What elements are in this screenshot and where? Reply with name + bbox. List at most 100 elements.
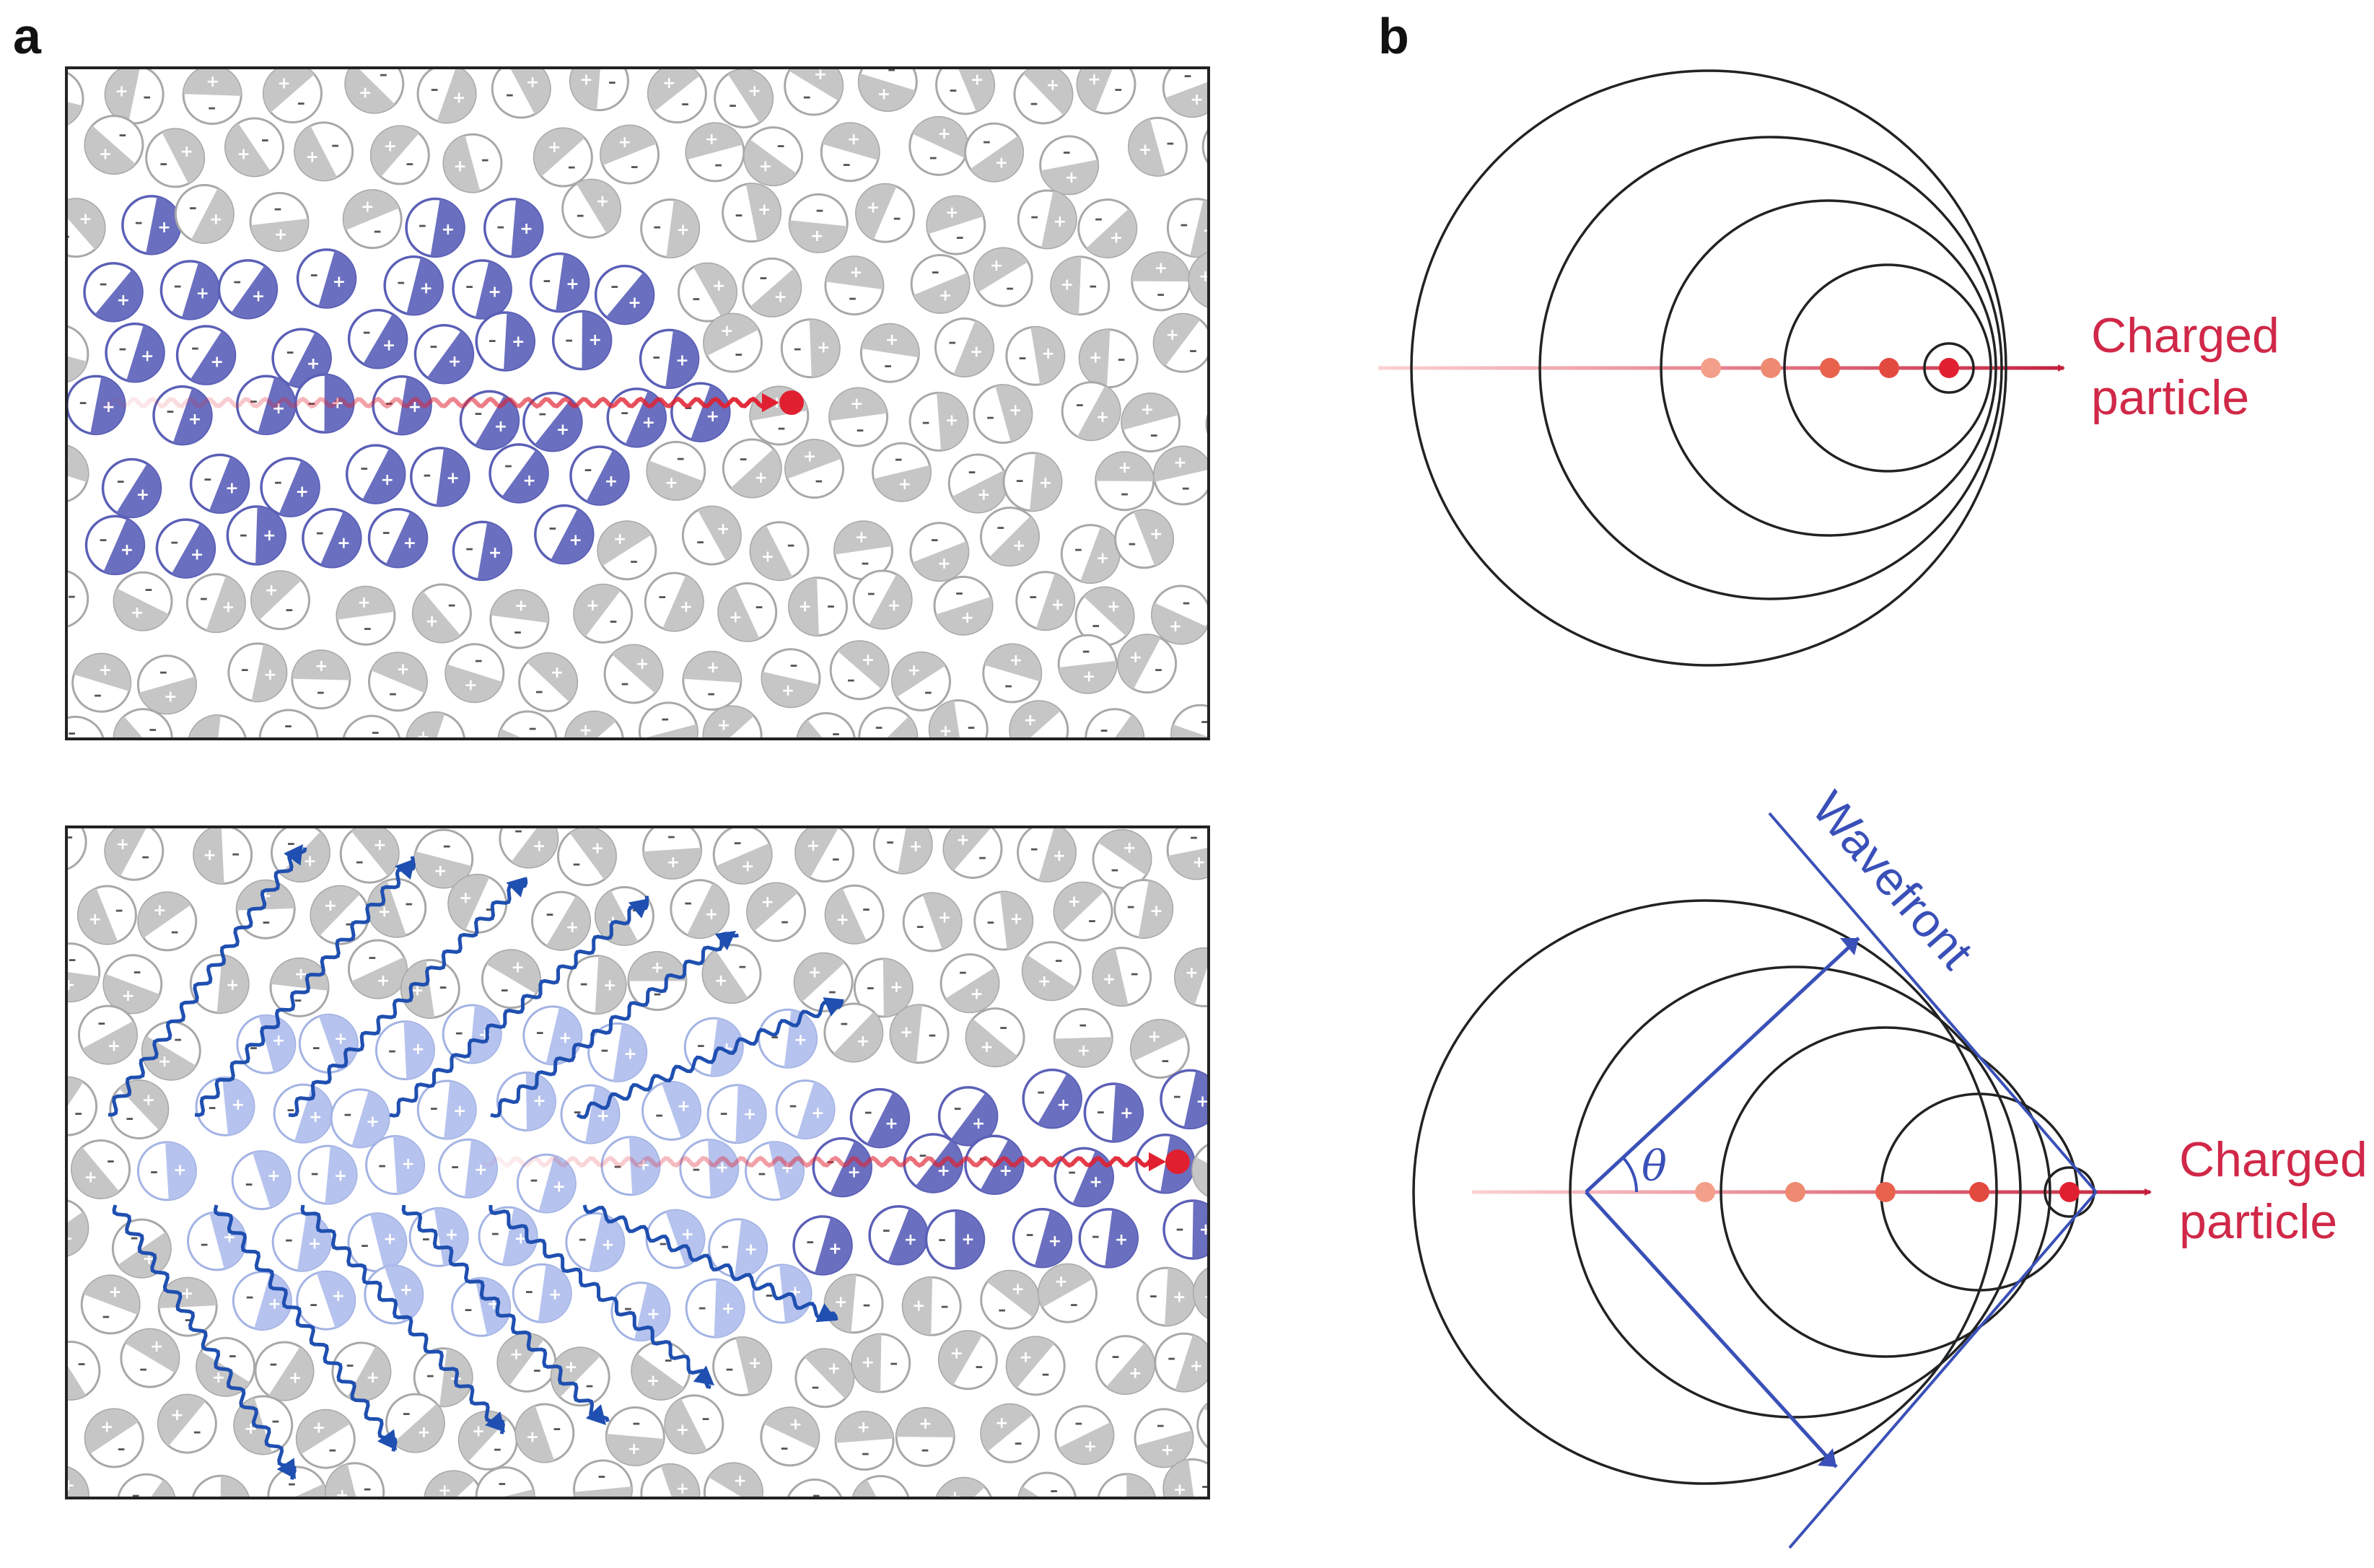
svg-text:–: – [721,1238,729,1256]
svg-text:–: – [1006,279,1014,297]
svg-text:+: + [377,972,390,990]
svg-text:+: + [937,126,950,144]
molecule: +– [1076,68,1136,115]
emitted-wave-arrowhead [395,859,415,880]
svg-text:–: – [536,1023,544,1041]
emission-point-top-1 [1701,358,1721,378]
svg-text:–: – [667,828,675,846]
svg-text:–: – [1228,428,1236,446]
svg-text:–: – [886,833,894,851]
svg-text:–: – [250,393,258,411]
svg-text:–: – [610,278,618,296]
emission-point-bottom-1 [1695,1182,1715,1202]
svg-text:–: – [827,597,835,615]
svg-text:+: + [1169,618,1182,636]
molecule: +– [489,589,550,649]
particle-label-top-line2: particle [2091,370,2249,425]
molecule: +– [1196,1401,1209,1450]
molecule: +– [792,1215,853,1276]
svg-text:+: + [566,919,579,937]
svg-text:–: – [286,1100,294,1118]
svg-text:–: – [1082,642,1090,660]
svg-text:–: – [1114,80,1122,98]
svg-text:+: + [817,339,830,357]
svg-text:+: + [50,1090,63,1108]
emission-ring-top-4 [1783,263,1992,473]
molecule: +– [516,1153,577,1214]
svg-text:–: – [261,131,269,149]
svg-text:–: – [1041,1365,1049,1383]
svg-text:–: – [250,1038,258,1056]
svg-text:+: + [676,1421,689,1439]
molecule: +– [722,438,782,499]
molecule: +– [342,189,403,250]
svg-text:+: + [548,139,561,157]
svg-text:–: – [1016,471,1024,489]
svg-text:+: + [1009,910,1022,928]
svg-text:+: + [680,598,693,616]
svg-text:–: – [1212,973,1220,991]
svg-text:+: + [556,421,569,439]
svg-text:+: + [225,479,238,497]
svg-text:–: – [959,963,967,981]
molecule: +– [254,1341,315,1401]
svg-text:+: + [417,1424,430,1442]
panel-a-bottom-frame [65,825,1210,1499]
svg-text:+: + [803,447,816,465]
svg-text:–: – [269,1355,277,1373]
svg-text:–: – [1182,479,1190,497]
panel-a-letter: a [13,8,42,64]
svg-text:+: + [564,1359,577,1377]
svg-text:+: + [676,222,689,240]
svg-text:–: – [652,348,660,366]
svg-text:+: + [212,1369,225,1387]
svg-text:+: + [116,836,129,854]
svg-text:+: + [741,857,754,875]
emitted-wave [576,999,844,1119]
molecule: +– [188,714,248,739]
svg-text:+: + [452,89,465,107]
svg-text:–: – [893,209,901,227]
svg-text:+: + [1129,649,1142,667]
svg-text:+: + [56,452,69,470]
svg-text:+: + [79,210,92,228]
molecule: +– [236,1014,297,1074]
molecule: +– [1009,700,1069,739]
molecule: +– [1166,198,1209,258]
svg-text:–: – [465,277,473,295]
molecule: +– [1201,127,1209,166]
svg-text:–: – [1157,285,1165,303]
svg-text:–: – [916,918,924,936]
svg-text:+: + [296,1499,309,1517]
svg-text:–: – [1128,535,1136,553]
svg-text:+: + [512,333,525,351]
svg-text:–: – [546,906,554,924]
svg-text:+: + [49,358,62,376]
svg-text:–: – [1227,274,1235,292]
molecule: +– [1039,135,1100,196]
svg-text:+: + [272,1032,285,1050]
molecule: +– [531,890,592,951]
molecule: +– [641,1080,702,1141]
svg-text:+: + [40,592,53,610]
svg-text:–: – [229,1347,237,1365]
molecule: +– [1074,586,1135,647]
molecule: +– [714,68,774,128]
wavefront-line-lower [1788,1191,2098,1549]
svg-text:+: + [642,413,655,432]
molecule: +– [1017,1471,1077,1498]
molecule: +– [369,125,430,185]
svg-text:+: + [1238,657,1251,675]
emitted-wave [490,932,739,1118]
svg-text:–: – [525,1282,533,1300]
molecule: +– [564,710,624,739]
svg-text:–: – [548,520,556,538]
molecule: +– [66,715,105,739]
svg-text:+: + [308,1235,321,1253]
emitted-wave-arrowhead [693,1365,714,1385]
molecule: +– [518,652,579,712]
svg-text:–: – [864,1103,872,1121]
svg-text:–: – [863,1296,871,1314]
svg-text:–: – [653,985,661,1003]
svg-text:+: + [403,535,416,553]
